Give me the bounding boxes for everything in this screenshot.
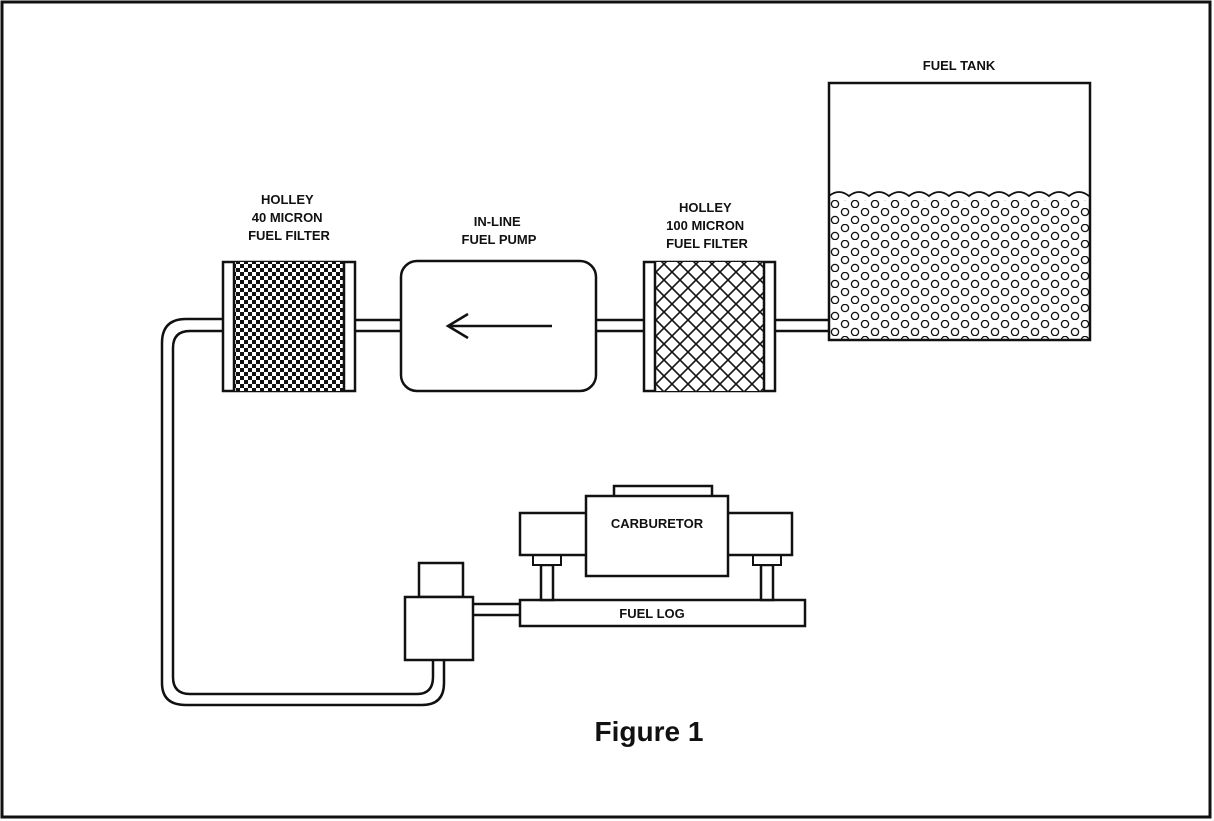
figure-caption: Figure 1	[595, 716, 704, 747]
filter-40-micron	[221, 260, 357, 393]
carburetor-label: CARBURETOR	[611, 516, 704, 531]
fuel-tank-label: FUEL TANK	[923, 58, 996, 73]
carburetor	[518, 484, 794, 602]
filter-40-label: HOLLEY 40 MICRON FUEL FILTER	[248, 192, 330, 243]
fuel-log	[518, 598, 807, 628]
pipe-filter-40-to-regulator	[160, 317, 446, 707]
fuel-surface-wave	[828, 191, 1090, 198]
pump-label: IN-LINE FUEL PUMP	[462, 214, 537, 247]
filter-100-micron	[642, 260, 777, 393]
fuel-log-label: FUEL LOG	[619, 606, 684, 621]
flow-arrow-icon	[445, 312, 552, 340]
pipe-regulator-to-fuel-log	[473, 602, 520, 617]
fuel-tank	[827, 81, 1092, 342]
pipe-tank-to-filter-100	[775, 318, 829, 333]
filter-100-label: HOLLEY 100 MICRON FUEL FILTER	[666, 200, 748, 251]
pipe-pump-to-filter-40	[355, 318, 401, 333]
fuel-regulator	[403, 561, 475, 662]
pipe-filter-100-to-pump	[596, 318, 644, 333]
